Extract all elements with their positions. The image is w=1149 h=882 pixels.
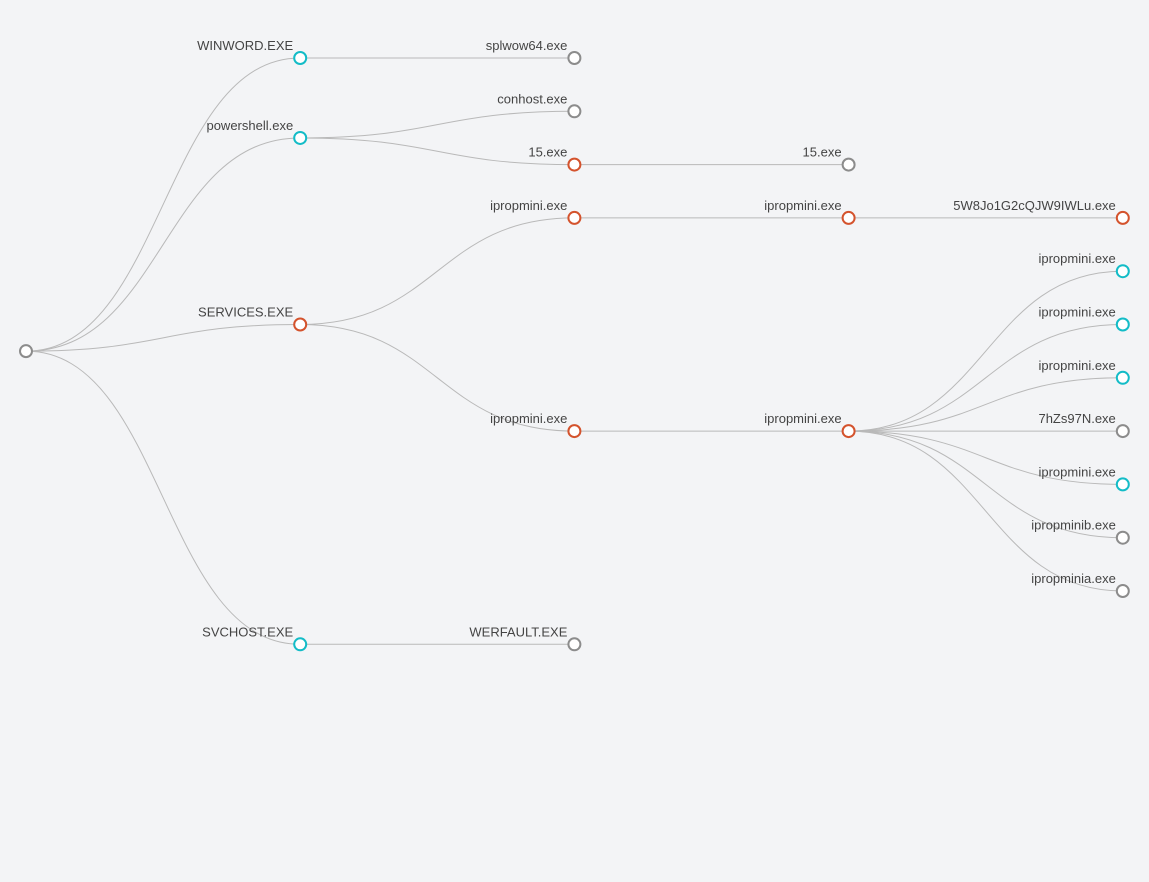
process-node-ipropmini-exe[interactable]: ipropmini.exe [490, 411, 582, 439]
process-node-ipropmini-exe[interactable]: ipropmini.exe [764, 198, 856, 225]
process-node-werfault-exe[interactable]: WERFAULT.EXE [469, 624, 582, 652]
node-marker-malicious[interactable] [1115, 210, 1130, 225]
tree-links [25, 57, 1123, 645]
tree-link [25, 324, 301, 352]
process-node-ipropmini-exe[interactable]: ipropmini.exe [1038, 358, 1130, 385]
node-marker-malicious[interactable] [567, 157, 582, 172]
tree-link [300, 324, 575, 432]
node-marker-neutral[interactable] [1115, 584, 1130, 598]
tree-link [848, 270, 1123, 432]
node-marker-benign[interactable] [293, 130, 308, 145]
process-node-ipropminib-exe[interactable]: ipropminib.exe [1031, 518, 1130, 545]
tree-link [848, 324, 1123, 432]
node-marker-malicious[interactable] [293, 317, 308, 332]
node-marker-neutral[interactable] [567, 637, 582, 652]
node-marker-malicious[interactable] [567, 424, 582, 439]
tree-link [848, 430, 1123, 485]
process-node-5w8jo1g2cqjw9iwlu-exe[interactable]: 5W8Jo1G2cQJW9IWLu.exe [953, 198, 1130, 225]
node-marker-malicious[interactable] [567, 210, 582, 225]
root-node[interactable] [19, 344, 33, 359]
node-label: SVCHOST.EXE [202, 624, 293, 639]
node-marker-benign[interactable] [1115, 370, 1130, 385]
node-label: powershell.exe [206, 118, 293, 133]
process-node-15-exe[interactable]: 15.exe [803, 145, 856, 172]
node-label: 7hZs97N.exe [1038, 411, 1115, 426]
process-node-7hzs97n-exe[interactable]: 7hZs97N.exe [1038, 411, 1130, 439]
node-label: ipropmini.exe [1038, 251, 1115, 266]
node-label: ipropmini.exe [764, 198, 841, 213]
node-marker-benign[interactable] [293, 637, 308, 652]
tree-link [25, 137, 301, 352]
node-marker-benign[interactable] [1115, 477, 1130, 492]
tree-link [300, 217, 575, 325]
node-marker-neutral[interactable] [1115, 530, 1130, 545]
node-label: ipropmini.exe [1038, 358, 1115, 373]
process-node-svchost-exe[interactable]: SVCHOST.EXE [202, 624, 308, 652]
process-node-ipropmini-exe[interactable]: ipropmini.exe [1038, 251, 1130, 279]
node-label: splwow64.exe [486, 38, 568, 53]
tree-link [300, 137, 575, 166]
process-node-splwow64-exe[interactable]: splwow64.exe [486, 38, 582, 65]
tree-link [25, 57, 301, 352]
process-node-ipropmini-exe[interactable]: ipropmini.exe [764, 411, 856, 439]
node-label: ipropmini.exe [1038, 464, 1115, 479]
node-marker-neutral[interactable] [841, 157, 856, 172]
node-label: 15.exe [803, 145, 842, 160]
tree-nodes: splwow64.exe WINWORD.EXE conhost.exe 15.exe… [19, 38, 1130, 652]
process-node-ipropmini-exe[interactable]: ipropmini.exe [1038, 305, 1130, 332]
process-node-winword-exe[interactable]: WINWORD.EXE [197, 38, 308, 65]
process-node-ipropmini-exe[interactable]: ipropmini.exe [1038, 464, 1130, 492]
node-label: ipropmini.exe [764, 411, 841, 426]
node-marker-benign[interactable] [293, 51, 308, 65]
node-label: 15.exe [528, 145, 567, 160]
node-marker-benign[interactable] [1115, 317, 1130, 332]
node-label: conhost.exe [497, 91, 567, 106]
node-marker-malicious[interactable] [841, 210, 856, 225]
tree-link [848, 430, 1123, 539]
process-node-conhost-exe[interactable]: conhost.exe [497, 91, 582, 119]
node-label: ipropmini.exe [1038, 305, 1115, 320]
node-marker-benign[interactable] [1115, 264, 1130, 279]
process-node-15-exe[interactable]: 15.exe [528, 145, 582, 172]
node-marker-neutral[interactable] [567, 51, 582, 65]
node-label: WINWORD.EXE [197, 38, 293, 53]
node-marker-neutral[interactable] [567, 104, 582, 119]
tree-link [848, 430, 1123, 592]
node-marker-neutral[interactable] [19, 344, 33, 359]
node-marker-malicious[interactable] [841, 424, 856, 439]
node-label: WERFAULT.EXE [469, 624, 567, 639]
tree-link [300, 110, 575, 139]
node-label: 5W8Jo1G2cQJW9IWLu.exe [953, 198, 1116, 213]
tree-link [25, 350, 301, 645]
process-node-services-exe[interactable]: SERVICES.EXE [198, 305, 308, 332]
node-label: ipropminia.exe [1031, 571, 1116, 586]
process-node-ipropmini-exe[interactable]: ipropmini.exe [490, 198, 582, 225]
process-node-powershell-exe[interactable]: powershell.exe [206, 118, 308, 145]
process-node-ipropminia-exe[interactable]: ipropminia.exe [1031, 571, 1130, 598]
node-label: SERVICES.EXE [198, 305, 293, 320]
tree-link [848, 377, 1123, 432]
node-label: ipropmini.exe [490, 411, 567, 426]
node-marker-neutral[interactable] [1115, 424, 1130, 439]
node-label: ipropmini.exe [490, 198, 567, 213]
node-label: ipropminib.exe [1031, 518, 1116, 533]
